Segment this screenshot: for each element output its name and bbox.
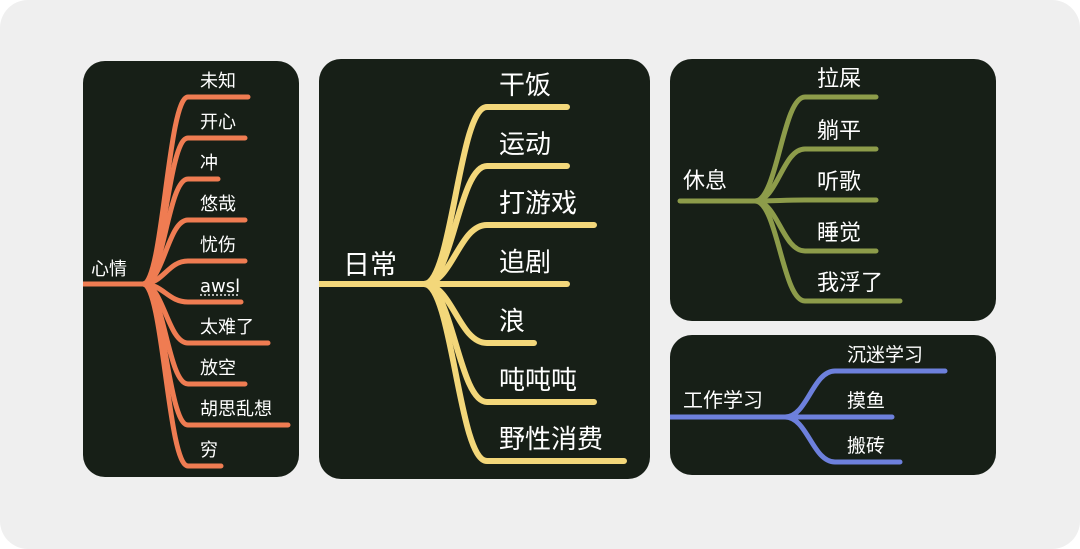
branch-line [421, 281, 627, 464]
leaf-node: 躺平 [817, 118, 862, 144]
root-node-daily: 日常 [343, 250, 397, 281]
leaf-node: 冲 [200, 152, 218, 174]
leaf-node: 运动 [499, 130, 552, 160]
root-node-work: 工作学习 [683, 388, 763, 412]
leaf-node: 搬砖 [847, 434, 886, 457]
root-node-rest: 休息 [683, 169, 728, 194]
leaf-node: 打游戏 [499, 189, 578, 219]
branch-lines-rest [677, 94, 903, 304]
mind-map-card-daily: 日常 干饭运动打游戏追剧浪吨吨吨野性消费 [319, 59, 650, 479]
leaf-node: 吨吨吨 [499, 366, 578, 396]
leaf-node: 太难了 [200, 316, 254, 338]
branch-line [752, 197, 879, 204]
leaf-node: 我浮了 [817, 270, 884, 296]
branch-lines-mood [83, 94, 291, 469]
mind-map-card-rest: 休息 拉屎躺平听歌睡觉我浮了 [670, 59, 996, 321]
leaf-node: 开心 [200, 111, 236, 133]
leaf-node: 听歌 [817, 169, 862, 195]
branch-lines-daily [319, 104, 627, 464]
leaf-node: 放空 [200, 357, 236, 379]
leaf-node: 悠哉 [200, 193, 236, 215]
leaf-node: 拉屎 [817, 66, 862, 92]
leaf-node: 睡觉 [817, 220, 862, 246]
branch-line [752, 198, 903, 304]
leaf-node: 忧伤 [200, 234, 236, 256]
branch-line [782, 414, 903, 465]
root-node-mood: 心情 [91, 259, 127, 280]
leaf-node: 穷 [200, 439, 218, 461]
mind-map-card-work: 工作学习 沉迷学习摸鱼搬砖 [670, 335, 996, 475]
leaf-node: 追剧 [499, 248, 552, 278]
leaf-node: 野性消费 [499, 425, 604, 455]
leaf-node: 浪 [499, 307, 526, 337]
mind-map-card-mood: 心情 未知开心冲悠哉忧伤 awsl 太难了放空胡思乱想穷 [83, 61, 299, 477]
leaf-node: awsl [200, 275, 241, 297]
leaf-node: 沉迷学习 [847, 343, 924, 366]
leaf-node: 摸鱼 [847, 389, 886, 412]
leaf-node: 干饭 [499, 71, 552, 101]
branch-lines-work [670, 368, 948, 465]
branch-line [140, 281, 224, 469]
leaf-node: 胡思乱想 [200, 398, 272, 420]
leaf-node: 未知 [200, 70, 236, 92]
